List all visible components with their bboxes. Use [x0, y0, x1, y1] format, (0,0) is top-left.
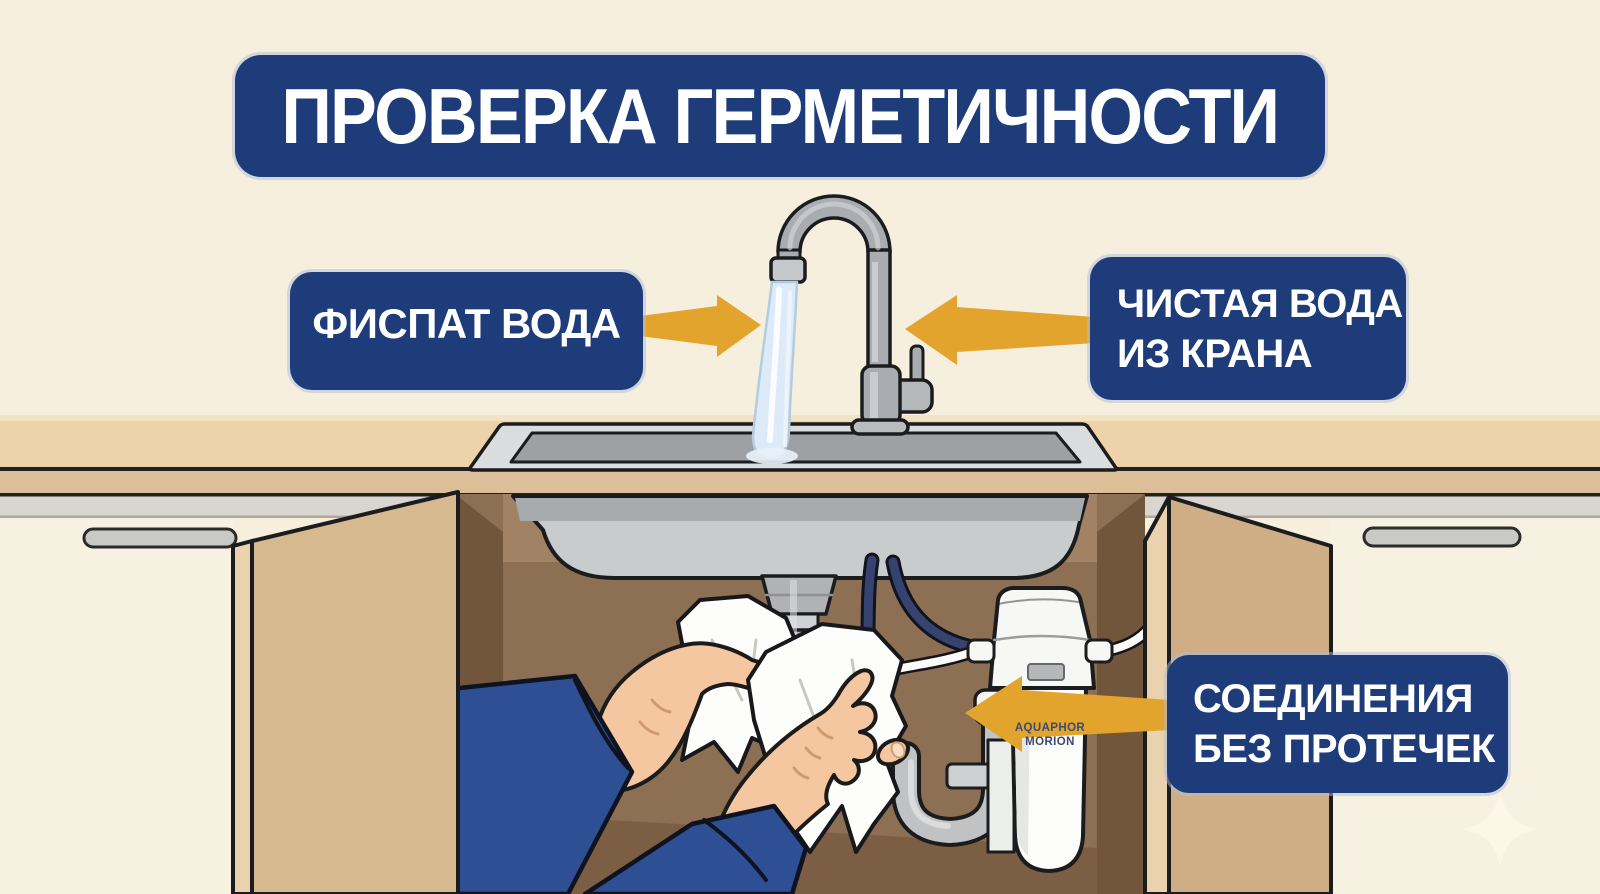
callout-no-leaks-line2: БЕЗ ПРОТЕЧЕК — [1193, 727, 1495, 771]
callout-no-leaks-line1: СОЕДИНЕНИЯ — [1193, 677, 1473, 721]
arrow-left-icon — [905, 295, 1095, 365]
cabinet-handles — [82, 526, 1522, 549]
filter-brand-label: AQUAPHOR MORION — [1005, 721, 1095, 749]
sparkle-icon — [1462, 792, 1538, 866]
filter-model-name: MORION — [1025, 736, 1075, 748]
filter-brand-name: AQUAPHOR — [1014, 722, 1086, 734]
sleeve-left — [437, 673, 635, 894]
handle-left — [82, 527, 238, 549]
callout-arrows — [640, 295, 1170, 752]
callout-no-leaks-label: СОЕДИНЕНИЯ БЕЗ ПРОТЕЧЕК — [1167, 655, 1508, 793]
handle-right — [1362, 526, 1522, 548]
arrow-left-icon — [965, 676, 1170, 752]
callout-filtrate-text: ФИСПАТ ВОДА — [312, 300, 621, 347]
callout-tap-water-line1: ЧИСТАЯ ВОДА — [1117, 281, 1403, 326]
sleeve-right — [582, 803, 809, 894]
title-text: ПРОВЕРКА ГЕРМЕТИЧНОСТИ — [281, 71, 1281, 160]
callout-tap-water-label: ЧИСТАЯ ВОДА ИЗ КРАНА — [1090, 257, 1406, 400]
open-door-left — [231, 490, 460, 894]
callout-tap-water-line2: ИЗ КРАНА — [1117, 331, 1313, 376]
sink-basin — [511, 494, 1089, 580]
water-stream — [746, 280, 799, 464]
arrow-right-icon — [640, 295, 761, 357]
callout-filtrate-label: ФИСПАТ ВОДА — [290, 272, 643, 390]
hands-wiping — [437, 594, 911, 894]
kitchen-faucet — [769, 194, 934, 436]
sink-rim — [468, 422, 1119, 472]
page-title: ПРОВЕРКА ГЕРМЕТИЧНОСТИ — [235, 55, 1325, 177]
